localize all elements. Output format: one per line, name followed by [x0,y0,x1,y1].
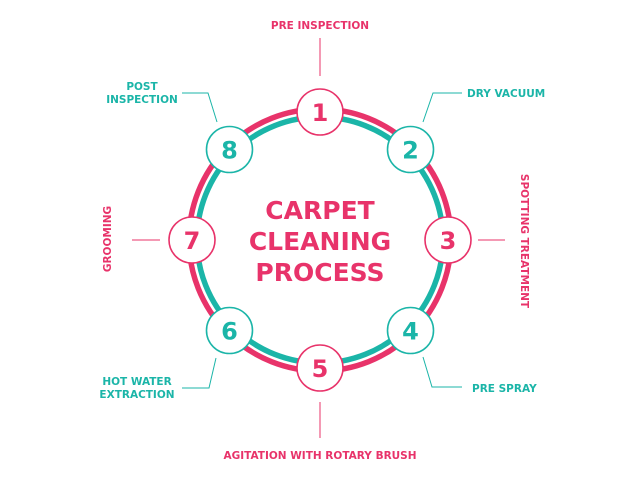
center-title: CARPET CLEANING PROCESS [249,196,391,287]
step-number: 3 [440,227,457,255]
step-circle [296,344,344,392]
label-grooming: GROOMING [102,206,114,272]
step-number: 6 [221,318,238,346]
step-node-3: 3 [424,216,472,264]
step-circle [424,216,472,264]
label-pre-spray: PRE SPRAY [472,383,537,395]
title-line-3: PROCESS [255,258,384,287]
step-number: 7 [184,227,201,255]
step-circle [296,88,344,136]
label-hot-water-2: EXTRACTION [99,389,174,401]
step-number: 4 [402,318,419,346]
label-dry-vacuum: DRY VACUUM [467,88,545,100]
step-circle [386,306,435,355]
connector-4 [422,356,462,388]
step-number: 1 [312,99,329,127]
connector-lines [132,38,505,438]
connector-2 [422,92,462,123]
step-node-4: 4 [386,306,435,355]
step-number: 5 [312,355,329,383]
step-node-8: 8 [205,125,254,174]
step-node-1: 1 [296,88,344,136]
step-node-5: 5 [296,344,344,392]
connector-6 [182,357,217,389]
label-post-inspection-1: POST [126,81,158,93]
label-spotting-treatment: SPOTTING TREATMENT [518,174,530,309]
title-line-2: CLEANING [249,227,391,256]
label-agitation: AGITATION WITH ROTARY BRUSH [223,450,416,462]
step-number: 8 [221,136,238,164]
title-line-1: CARPET [265,196,374,225]
label-hot-water-1: HOT WATER [102,376,171,388]
step-node-2: 2 [386,125,435,174]
step-circle [386,125,435,174]
step-node-7: 7 [168,216,216,264]
step-circle [168,216,216,264]
step-circle [205,125,254,174]
connector-8 [182,92,218,123]
label-pre-inspection: PRE INSPECTION [271,20,369,32]
step-node-6: 6 [205,306,254,355]
step-circle [205,306,254,355]
step-labels: PRE INSPECTION DRY VACUUM SPOTTING TREAT… [99,20,545,462]
label-post-inspection-2: INSPECTION [106,94,178,106]
step-number: 2 [402,136,419,164]
